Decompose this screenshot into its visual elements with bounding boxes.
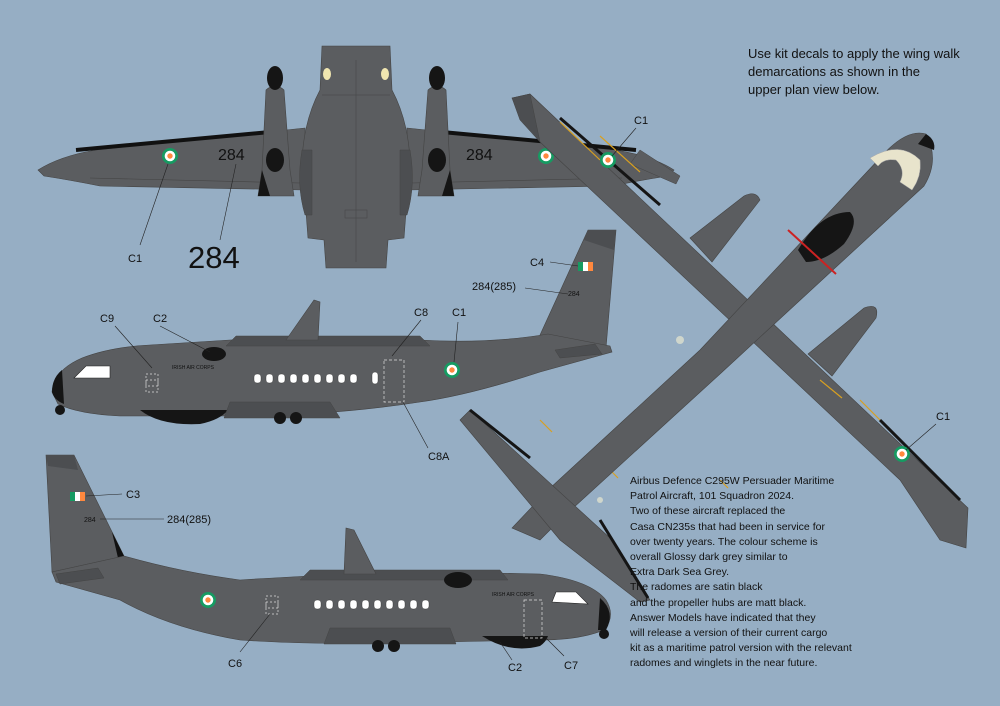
port-side-view: IRISH AIR CORPS 284 C9 C2 C8 C1 C4 284(2… xyxy=(51,229,617,463)
underside-serial-callout: 284 xyxy=(188,240,240,275)
description-line: over twenty years. The colour scheme is xyxy=(630,535,818,548)
wing-walk-instructions: Use kit decals to apply the wing walk de… xyxy=(748,45,988,99)
upper-nose-radome xyxy=(918,134,935,150)
upper-nacelle-right xyxy=(807,306,878,377)
underside-spinner-left xyxy=(267,66,283,90)
port-roundel xyxy=(444,362,460,378)
underside-spinner-right xyxy=(429,66,445,90)
starboard-cabin-windows xyxy=(313,599,430,610)
callout-port-c1: C1 xyxy=(452,307,466,319)
callout-starboard-c6: C6 xyxy=(228,658,242,670)
description-line: The radomes are satin black xyxy=(630,581,763,594)
callout-port-c9: C9 xyxy=(100,313,114,325)
underside-plan-view: 284 284 C1 284 xyxy=(37,45,675,275)
starboard-callout-lines xyxy=(85,493,565,661)
description-line: will release a version of their current … xyxy=(630,627,828,640)
aircraft-description: Airbus Defence C295W Persuader Maritime … xyxy=(630,474,900,672)
starboard-side-view: IRISH AIR CORPS 284 C3 284(285) C6 C2 C7 xyxy=(45,454,611,674)
callout-upper-c1-top: C1 xyxy=(634,115,648,127)
description-line: kit as a maritime patrol version with th… xyxy=(630,642,852,655)
description-line: Airbus Defence C295W Persuader Maritime xyxy=(630,475,835,487)
callout-starboard-c3-serial: 284(285) xyxy=(167,514,211,526)
callout-port-c8: C8 xyxy=(414,307,428,319)
callout-port-c8a: C8A xyxy=(428,451,450,463)
callout-starboard-c2: C2 xyxy=(508,662,522,674)
port-cockpit-windows xyxy=(73,365,111,379)
starboard-nose-radome xyxy=(598,598,610,630)
underside-nacelle-left xyxy=(257,85,295,197)
starboard-fin xyxy=(45,454,125,573)
upper-cockpit-frame xyxy=(869,149,921,191)
port-belly-radome xyxy=(140,410,228,425)
port-escape-hatch xyxy=(145,373,159,393)
callout-starboard-c3: C3 xyxy=(126,489,140,501)
instruction-line: demarcations as shown in the xyxy=(748,64,920,79)
starboard-roundel xyxy=(200,592,216,608)
upper-red-line xyxy=(787,229,837,275)
description-line: Answer Models have indicated that they xyxy=(630,611,816,624)
callout-port-c4-serial: 284(285) xyxy=(472,281,516,293)
underside-serial-left: 284 xyxy=(218,147,245,164)
upper-dorsal-radome xyxy=(798,212,854,262)
callout-starboard-c7: C7 xyxy=(564,660,578,672)
port-fuselage-text: IRISH AIR CORPS xyxy=(172,365,215,371)
callout-upper-c1-bottom: C1 xyxy=(936,411,950,423)
description-line: and the propeller hubs are matt black. xyxy=(630,596,807,609)
upper-nacelle-left xyxy=(689,193,761,263)
upper-plan-view: C1 C1 xyxy=(459,93,969,603)
description-line: radomes and winglets in the near future. xyxy=(630,657,818,670)
underside-wing-leading-edge-left xyxy=(75,130,271,152)
starboard-escape-hatch xyxy=(265,595,279,615)
starboard-cockpit-windows xyxy=(551,591,589,605)
callout-line-underside-serial xyxy=(219,163,237,241)
starboard-belly-radome xyxy=(482,636,548,649)
description-line: Patrol Aircraft, 101 Squadron 2024. xyxy=(630,490,795,503)
underside-nacelle-right xyxy=(417,85,455,197)
description-line: Casa CN235s that had been in service for xyxy=(630,520,825,533)
starboard-door xyxy=(523,599,543,639)
callout-line-underside-c1 xyxy=(139,163,169,246)
description-line: Two of these aircraft replaced the xyxy=(630,505,786,518)
starboard-fin-flag xyxy=(70,492,75,501)
starboard-fin-serial: 284 xyxy=(84,517,96,524)
port-callout-lines xyxy=(114,261,579,449)
description-line: overall Glossy dark grey similar to xyxy=(630,551,788,564)
port-door-c8 xyxy=(383,359,405,403)
underside-serial-right: 284 xyxy=(466,147,493,164)
upper-winglet-right xyxy=(629,149,681,185)
starboard-winglet xyxy=(343,527,377,575)
underside-roundel-left xyxy=(162,148,178,164)
starboard-engine-hub xyxy=(444,572,472,588)
instruction-line: upper plan view below. xyxy=(748,82,880,97)
port-winglet xyxy=(285,299,321,341)
callout-port-c4: C4 xyxy=(530,257,544,269)
callout-port-c2: C2 xyxy=(153,313,167,325)
callout-underside-c1: C1 xyxy=(128,253,142,265)
starboard-fuselage-text: IRISH AIR CORPS xyxy=(492,592,535,598)
instruction-line: Use kit decals to apply the wing walk xyxy=(748,46,960,61)
description-line: Extra Dark Sea Grey. xyxy=(630,566,730,579)
callout-line-upper-c1-top xyxy=(611,127,637,157)
port-engine-hub xyxy=(202,347,226,361)
port-fin-flag xyxy=(578,262,583,271)
port-cabin-windows xyxy=(253,371,379,385)
callout-line-upper-c1-bottom xyxy=(905,423,937,451)
port-fin-serial: 284 xyxy=(568,291,580,298)
port-nose-radome xyxy=(52,370,64,404)
port-fin xyxy=(539,229,617,349)
